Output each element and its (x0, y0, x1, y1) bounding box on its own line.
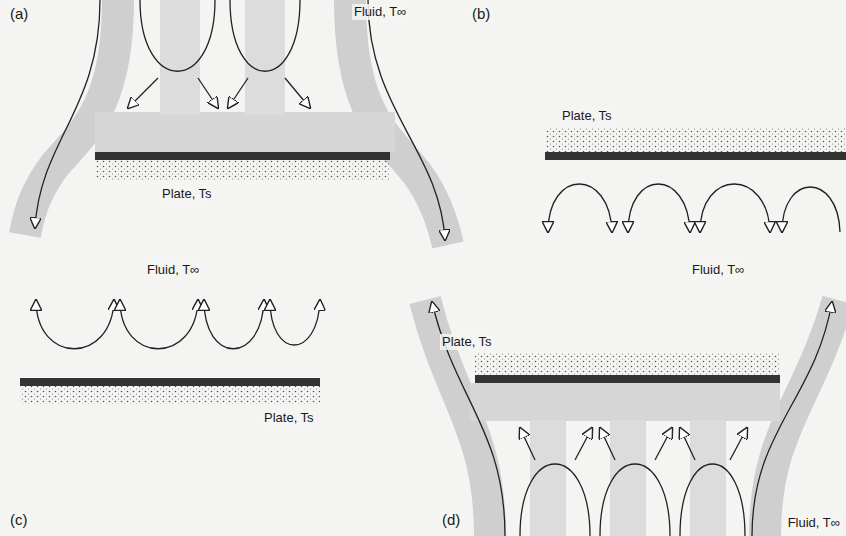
part-label: Fluid, T∞ (352, 4, 408, 20)
part-label: Plate, Ts (262, 410, 316, 426)
part-label: Plate, Ts (440, 334, 494, 350)
panel-c (20, 300, 320, 404)
panel-tag: (c) (8, 512, 30, 528)
panel-tag: (d) (440, 512, 462, 528)
panel-b (545, 128, 846, 232)
panel-d (425, 300, 838, 536)
part-label: Plate, Ts (560, 108, 614, 124)
part-label: Plate, Ts (160, 186, 214, 202)
part-label: Fluid, T∞ (690, 262, 746, 278)
panel-tag: (b) (470, 6, 492, 22)
part-label: Fluid, T∞ (145, 262, 201, 278)
part-label: Fluid, T∞ (786, 515, 842, 531)
panel-a (25, 0, 448, 245)
panel-tag: (a) (8, 6, 30, 22)
